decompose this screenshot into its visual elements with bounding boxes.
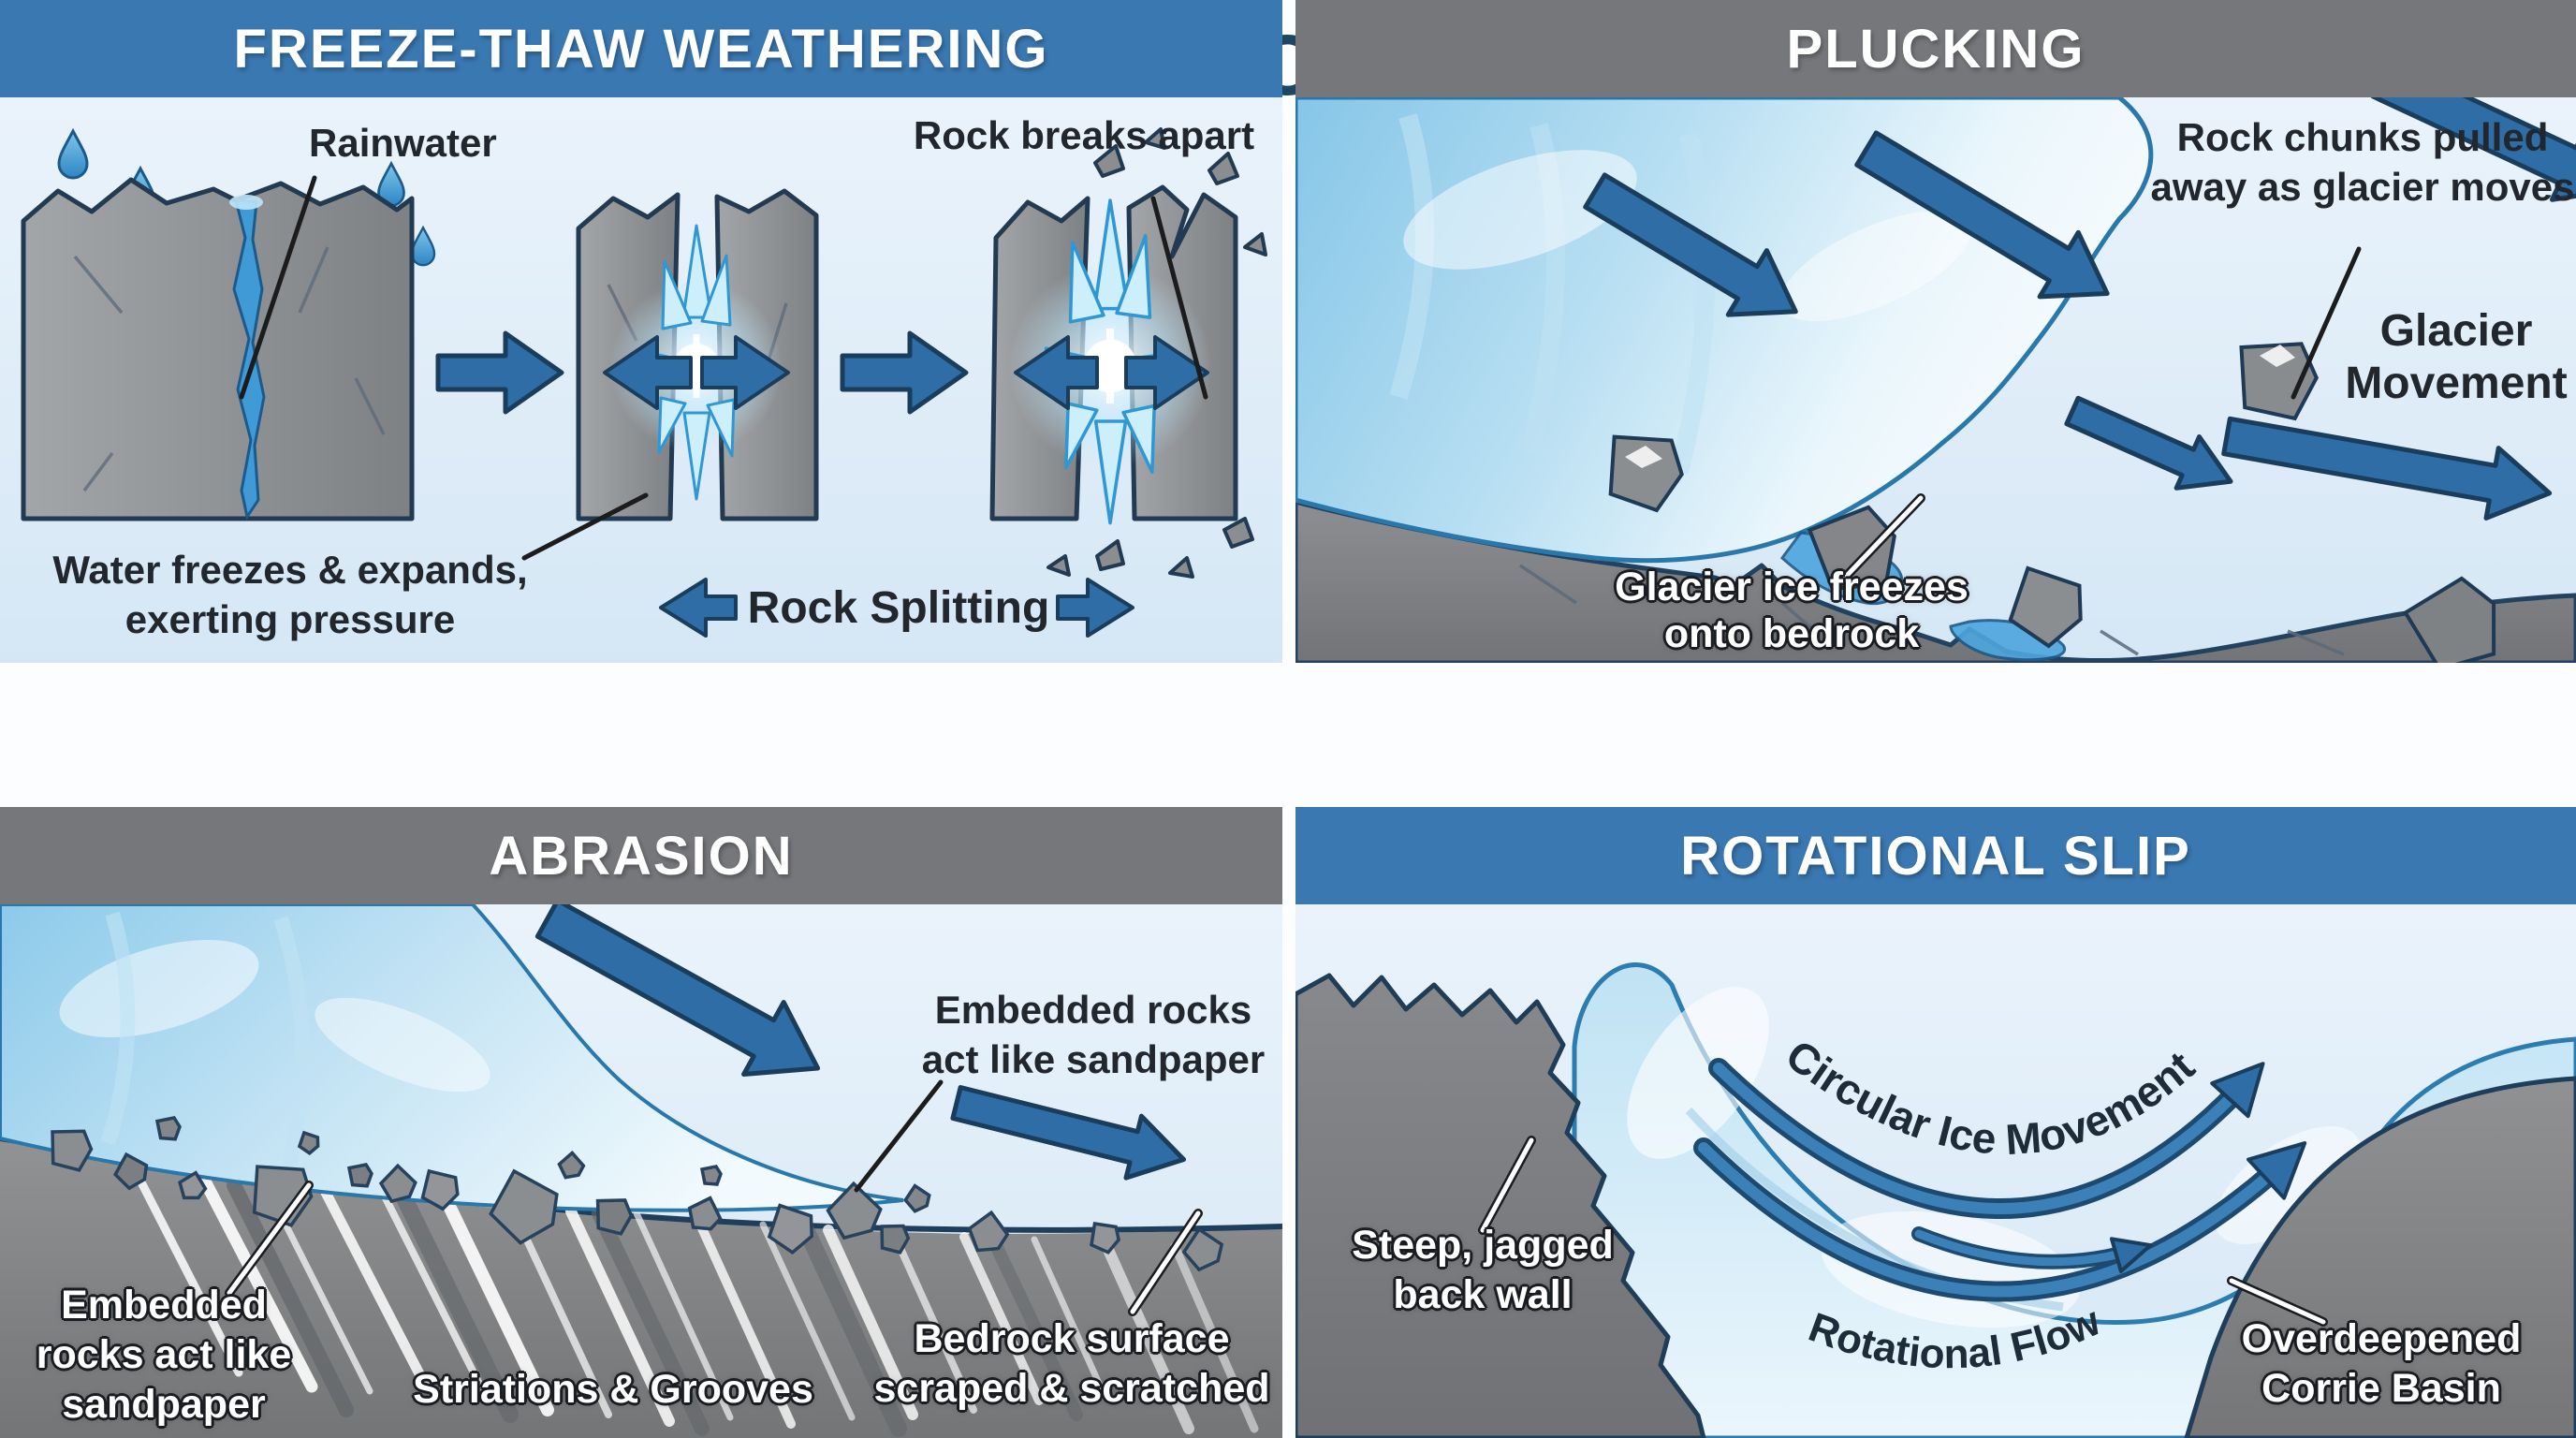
panel-plucking: PLUCKING — [1295, 0, 2576, 663]
label-bedrock-surface: Bedrock surface scraped & scratched — [861, 1314, 1282, 1414]
label-ice-freezes: Glacier ice freezes onto bedrock — [1567, 564, 2016, 657]
label-line: Overdeepened — [2241, 1316, 2522, 1361]
label-line: onto bedrock — [1663, 611, 1920, 656]
water-in-crack — [232, 198, 266, 521]
label-embedded-top: Embedded rocks act like sandpaper — [880, 985, 1282, 1084]
abrasion-body: Embedded rocks act like sandpaper Embedd… — [0, 904, 1282, 1438]
label-line: Embedded — [61, 1283, 267, 1328]
rock-splitting-arrows-icon — [659, 578, 1134, 638]
plucking-illustration — [1295, 97, 2576, 663]
label-line: Movement — [2345, 359, 2568, 408]
freeze-thaw-body: Rainwater Rock breaks apart Water freeze… — [0, 97, 1282, 663]
label-embedded-bottom: Embedded rocks act like sandpaper — [19, 1281, 309, 1430]
label-line: Steep, jagged — [1352, 1223, 1614, 1268]
leader-line — [854, 1079, 944, 1193]
stage-arrow-icon — [435, 330, 564, 415]
curved-label-circular-ice: Circular Ice Movement — [1778, 1030, 2204, 1164]
label-striations: Striations & Grooves — [413, 1367, 813, 1412]
label-line: Glacier — [2379, 306, 2533, 356]
corrie-lip-terrain — [2184, 1076, 2576, 1438]
label-glacier-movement: Glacier Movement — [2302, 305, 2576, 410]
striations-icon — [136, 1167, 1259, 1437]
label-rock-breaks-apart: Rock breaks apart — [913, 113, 1255, 157]
panel-rotational-slip: ROTATIONAL SLIP — [1295, 807, 2576, 1438]
leader-line-white — [225, 1181, 1203, 1316]
panel-freeze-thaw: FREEZE-THAW WEATHERING — [0, 0, 1282, 663]
label-line: exerting pressure — [124, 597, 456, 641]
label-rainwater: Rainwater — [309, 121, 497, 165]
label-line: act like sandpaper — [921, 1037, 1266, 1081]
rock-stage-3 — [989, 127, 1267, 579]
label-line: Rock chunks pulled — [2176, 115, 2549, 159]
label-water-freezes: Water freezes & expands, exerting pressu… — [28, 545, 552, 644]
panel-title-abrasion: ABRASION — [0, 807, 1282, 904]
freeze-thaw-illustration — [21, 127, 1267, 638]
glacier — [1295, 97, 2154, 564]
panel-title-plucking: PLUCKING — [1295, 0, 2576, 97]
rock-stage-1 — [21, 177, 415, 521]
rotation-arrows-icon — [1693, 1058, 2307, 1302]
expansion-arrows-icon — [1014, 335, 1209, 410]
flow-arrows-icon — [534, 904, 1187, 1181]
rock-fragments-icon — [1046, 127, 1267, 579]
stage-arrow-icon — [840, 330, 969, 415]
rotational-slip-illustration: Circular Ice Movement Rotational Flow — [1295, 962, 2576, 1438]
label-line: back wall — [1393, 1272, 1573, 1317]
label-line: Water freezes & expands, — [52, 548, 528, 592]
plucking-body: Rock chunks pulled away as glacier moves… — [1295, 97, 2576, 663]
leader-line — [2291, 246, 2362, 400]
panel-title-rotational-slip: ROTATIONAL SLIP — [1295, 807, 2576, 904]
label-rock-chunks: Rock chunks pulled away as glacier moves — [2138, 112, 2576, 212]
leader-lines — [239, 175, 1208, 561]
label-line: Glacier ice freezes — [1615, 565, 1969, 609]
label-corrie-basin: Overdeepened Corrie Basin — [2175, 1314, 2576, 1414]
label-line: Embedded rocks — [934, 988, 1252, 1032]
panel-abrasion: ABRASION — [0, 807, 1282, 1438]
label-line: Bedrock surface — [914, 1316, 1230, 1361]
label-line: Corrie Basin — [2261, 1366, 2501, 1411]
rotational-slip-body: Circular Ice Movement Rotational Flow St… — [1295, 904, 2576, 1438]
expansion-arrows-icon — [603, 335, 790, 410]
label-rock-splitting: Rock Splitting — [747, 583, 1050, 633]
label-line: scraped & scratched — [873, 1366, 1270, 1411]
label-back-wall: Steep, jagged back wall — [1314, 1221, 1651, 1320]
plucked-rocks — [1599, 336, 2510, 663]
abrasion-illustration — [0, 904, 1282, 1438]
label-line: away as glacier moves — [2150, 165, 2575, 209]
label-line: sandpaper — [62, 1382, 266, 1427]
leader-line-white — [1838, 493, 1925, 584]
leader-line-white — [1478, 1136, 2328, 1327]
panel-title-freeze-thaw: FREEZE-THAW WEATHERING — [0, 0, 1282, 97]
label-line: rocks act like — [36, 1332, 292, 1377]
glacier-arrows-icon — [1583, 97, 2576, 521]
rock-stage-2 — [576, 188, 819, 521]
